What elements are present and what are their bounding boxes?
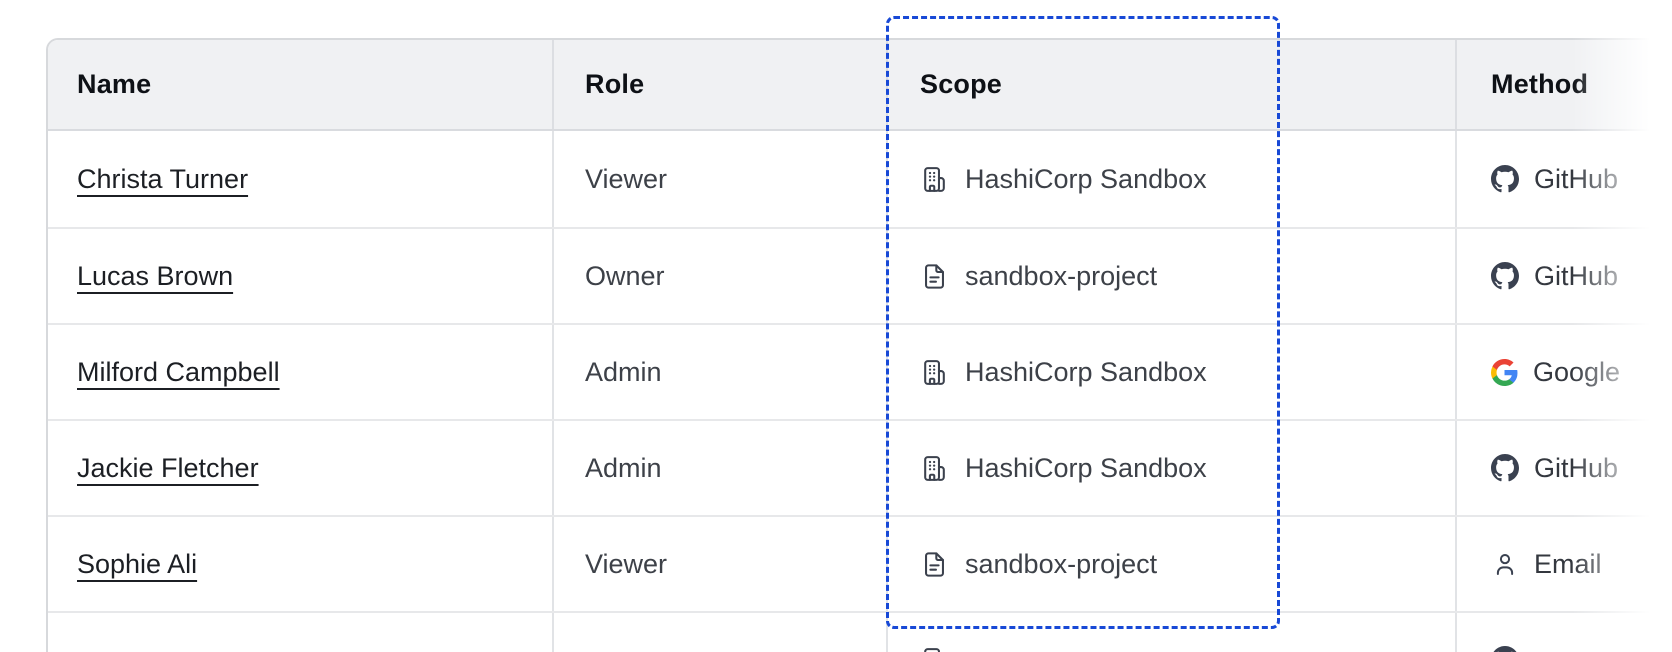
scope-cell: HashiCorp Sandbox	[888, 421, 1457, 515]
role-value: Viewer	[585, 163, 668, 194]
role-value: Admin	[585, 356, 662, 387]
github-icon	[1491, 646, 1519, 652]
table-row: Milford Campbell Admin HashiCorp Sandbox Go…	[48, 323, 1672, 419]
column-header-name: Name	[48, 40, 554, 129]
partial-cell	[554, 613, 888, 652]
google-icon	[1491, 358, 1518, 386]
scope-value: HashiCorp Sandbox	[965, 163, 1207, 194]
name-cell: Christa Turner	[48, 131, 554, 227]
github-icon	[1491, 454, 1519, 482]
scope-cell: sandbox-project	[888, 229, 1457, 323]
scope-value: HashiCorp Sandbox	[965, 452, 1207, 483]
role-cell: Admin	[554, 325, 888, 419]
column-header-role-label: Role	[585, 69, 645, 99]
table-row: Christa Turner Viewer HashiCorp Sandbox Git…	[48, 131, 1672, 227]
column-header-method-label: Method	[1491, 69, 1589, 99]
method-value: Email	[1534, 548, 1602, 579]
role-value: Viewer	[585, 548, 668, 579]
scope-cell: HashiCorp Sandbox	[888, 131, 1457, 227]
role-value: Admin	[585, 452, 662, 483]
table-row: Sophie Ali Viewer sandbox-project Email	[48, 515, 1672, 611]
column-header-scope-label: Scope	[920, 69, 1003, 99]
member-name-link[interactable]: Lucas Brown	[77, 260, 234, 291]
method-value: GitHub	[1534, 260, 1619, 291]
partial-cell	[48, 613, 554, 652]
column-header-role: Role	[554, 40, 888, 129]
table-row: Jackie Fletcher Admin HashiCorp Sandbox Git…	[48, 419, 1672, 515]
role-value: Owner	[585, 260, 665, 291]
partial-cell	[888, 613, 1457, 652]
scope-value: HashiCorp Sandbox	[965, 356, 1207, 387]
column-header-scope: Scope	[888, 40, 1457, 129]
scope-cell: HashiCorp Sandbox	[888, 325, 1457, 419]
name-cell: Sophie Ali	[48, 517, 554, 611]
method-cell: Email	[1457, 517, 1672, 611]
org-building-icon	[920, 454, 949, 483]
method-value: GitHub	[1534, 452, 1619, 483]
name-cell: Lucas Brown	[48, 229, 554, 323]
role-cell: Viewer	[554, 517, 888, 611]
org-building-icon	[920, 358, 949, 387]
member-name-link[interactable]: Sophie Ali	[77, 548, 198, 579]
method-cell: GitHub	[1457, 229, 1672, 323]
member-name-link[interactable]: Jackie Fletcher	[77, 452, 259, 483]
file-text-icon	[920, 262, 949, 291]
column-header-name-label: Name	[77, 69, 152, 99]
person-icon	[1491, 550, 1519, 578]
member-name-link[interactable]: Milford Campbell	[77, 356, 280, 387]
method-value: Google	[1533, 356, 1621, 387]
org-building-icon	[920, 646, 949, 652]
method-value: GitHub	[1534, 163, 1619, 194]
table-header-row: Name Role Scope Method	[48, 40, 1672, 131]
role-cell: Owner	[554, 229, 888, 323]
method-cell: Google	[1457, 325, 1672, 419]
name-cell: Jackie Fletcher	[48, 421, 554, 515]
table-row-partial	[48, 611, 1672, 652]
scope-value: sandbox-project	[965, 260, 1158, 291]
table-row: Lucas Brown Owner sandbox-project GitHub	[48, 227, 1672, 323]
method-cell: GitHub	[1457, 421, 1672, 515]
github-icon	[1491, 262, 1519, 290]
role-cell: Viewer	[554, 131, 888, 227]
method-cell: GitHub	[1457, 131, 1672, 227]
partial-cell	[1457, 613, 1672, 652]
column-header-method: Method	[1457, 40, 1672, 129]
scope-cell: sandbox-project	[888, 517, 1457, 611]
org-building-icon	[920, 165, 949, 194]
role-cell: Admin	[554, 421, 888, 515]
scope-value: sandbox-project	[965, 548, 1158, 579]
github-icon	[1491, 165, 1519, 193]
file-text-icon	[920, 550, 949, 579]
member-name-link[interactable]: Christa Turner	[77, 163, 249, 194]
name-cell: Milford Campbell	[48, 325, 554, 419]
